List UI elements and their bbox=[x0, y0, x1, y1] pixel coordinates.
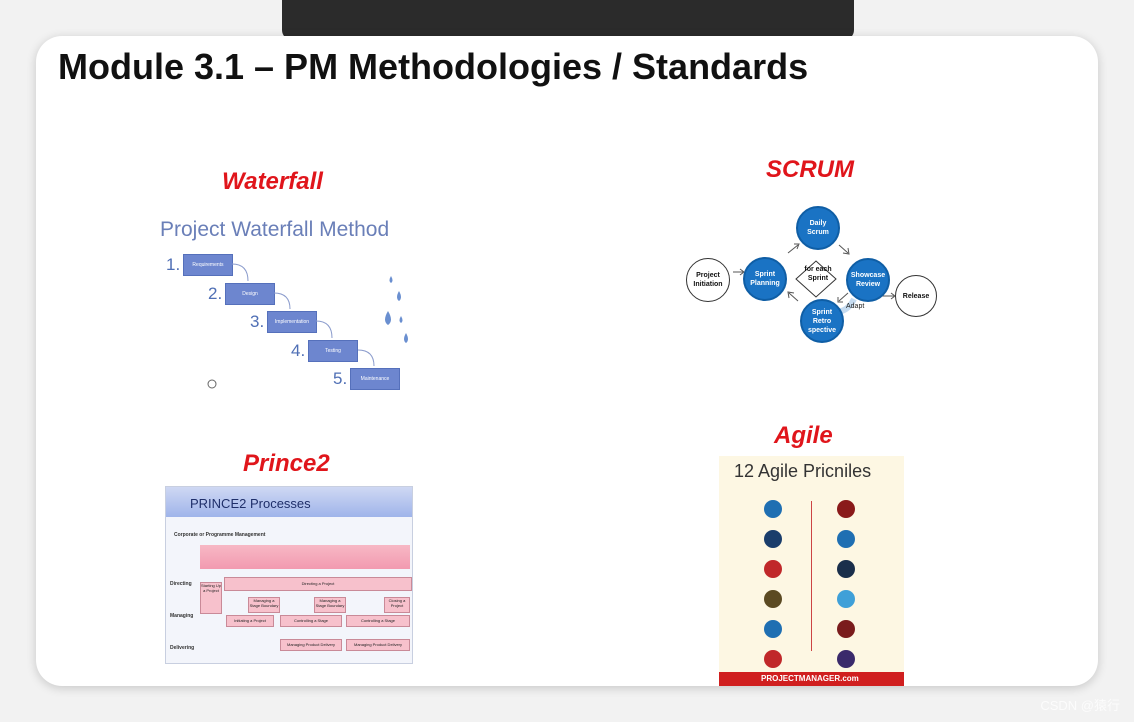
scrum-daily-scrum: Daily Scrum bbox=[796, 206, 840, 250]
waterfall-step: Maintenance bbox=[350, 368, 400, 390]
agile-principle-icon bbox=[764, 530, 782, 548]
scrum-showcase-review: Showcase Review bbox=[846, 258, 890, 302]
agile-label: Agile bbox=[774, 422, 833, 449]
agile-principle-icon bbox=[764, 500, 782, 518]
prince2-band bbox=[238, 545, 294, 569]
agile-principle-icon bbox=[837, 590, 855, 608]
scrum-arrows bbox=[733, 243, 896, 316]
prince2-diagram: PRINCE2 Processes Corporate or Programme… bbox=[165, 486, 413, 664]
waterfall-step-number: 3. bbox=[250, 312, 265, 331]
prince2-title: PRINCE2 Processes bbox=[190, 496, 311, 511]
agile-principle-icon bbox=[837, 560, 855, 578]
prince2-process-box: Controlling a Stage bbox=[346, 615, 410, 627]
waterfall-step: Testing bbox=[308, 340, 358, 362]
prince2-band bbox=[288, 545, 354, 569]
prince2-process-box: Managing Product Delivery bbox=[346, 639, 410, 651]
waterfall-diagram-title: Project Waterfall Method bbox=[160, 218, 390, 241]
waterfall-step-number: 4. bbox=[291, 341, 306, 360]
logo-icon bbox=[207, 379, 217, 389]
agile-infographic: 12 Agile Pricniles PROJECTMANAGER.com bbox=[719, 456, 904, 686]
prince2-process-box: Directing a Project bbox=[224, 577, 412, 591]
scrum-project-initiation: Project Initiation bbox=[686, 258, 730, 302]
prince2-process-box: Starting Up a Project bbox=[200, 582, 222, 614]
slide: Module 3.1 – PM Methodologies / Standard… bbox=[36, 36, 1098, 686]
prince2-process-box: Managing Product Delivery bbox=[280, 639, 342, 651]
agile-principle-icon bbox=[837, 620, 855, 638]
agile-footer: PROJECTMANAGER.com bbox=[719, 672, 904, 686]
prince2-process-box: Initiating a Project bbox=[226, 615, 274, 627]
slide-title: Module 3.1 – PM Methodologies / Standard… bbox=[58, 46, 809, 87]
agile-principle-icon bbox=[764, 590, 782, 608]
waterfall-step: Implementation bbox=[267, 311, 317, 333]
agile-principle-icon bbox=[764, 560, 782, 578]
scrum-adapt-label: Adapt bbox=[846, 303, 865, 310]
prince2-row-label: Directing bbox=[170, 581, 192, 587]
scrum-release: Release bbox=[895, 275, 937, 317]
prince2-subtitle: Corporate or Programme Management bbox=[174, 532, 266, 538]
prince2-process-box: Controlling a Stage bbox=[280, 615, 342, 627]
waterfall-connectors bbox=[207, 263, 408, 389]
prince2-process-box: Closing a Project bbox=[384, 597, 410, 613]
agile-principle-icon bbox=[837, 500, 855, 518]
waterfall-step-number: 1. bbox=[166, 255, 181, 274]
water-drops-icon bbox=[385, 276, 408, 343]
agile-title: 12 Agile Pricniles bbox=[734, 461, 872, 481]
scrum-sprint-retrospective: Sprint Retro spective bbox=[800, 299, 844, 343]
watermark: CSDN @猿行 bbox=[1040, 698, 1120, 713]
waterfall-step: Requirements bbox=[183, 254, 233, 276]
prince2-process-box: Managing a Stage Boundary bbox=[248, 597, 280, 613]
window-top-bar bbox=[282, 0, 854, 40]
scrum-sprint-planning: Sprint Planning bbox=[743, 257, 787, 301]
prince2-header bbox=[166, 487, 412, 517]
prince2-band bbox=[350, 545, 410, 569]
agile-principle-icon bbox=[764, 650, 782, 668]
prince2-row-label: Managing bbox=[170, 613, 194, 619]
waterfall-step-number: 2. bbox=[208, 284, 223, 303]
scrum-label: SCRUM bbox=[766, 156, 854, 183]
agile-principle-icon bbox=[764, 620, 782, 638]
scrum-for-each-sprint: for each Sprint bbox=[804, 266, 832, 282]
agile-principle-icon bbox=[837, 650, 855, 668]
agile-timeline bbox=[811, 501, 812, 651]
prince2-process-box: Managing a Stage Boundary bbox=[314, 597, 346, 613]
agile-principle-icon bbox=[837, 530, 855, 548]
prince2-label: Prince2 bbox=[243, 450, 330, 477]
prince2-row-label: Delivering bbox=[170, 645, 195, 651]
waterfall-step: Design bbox=[225, 283, 275, 305]
waterfall-step-number: 5. bbox=[333, 369, 348, 388]
waterfall-label: Waterfall bbox=[222, 168, 323, 195]
